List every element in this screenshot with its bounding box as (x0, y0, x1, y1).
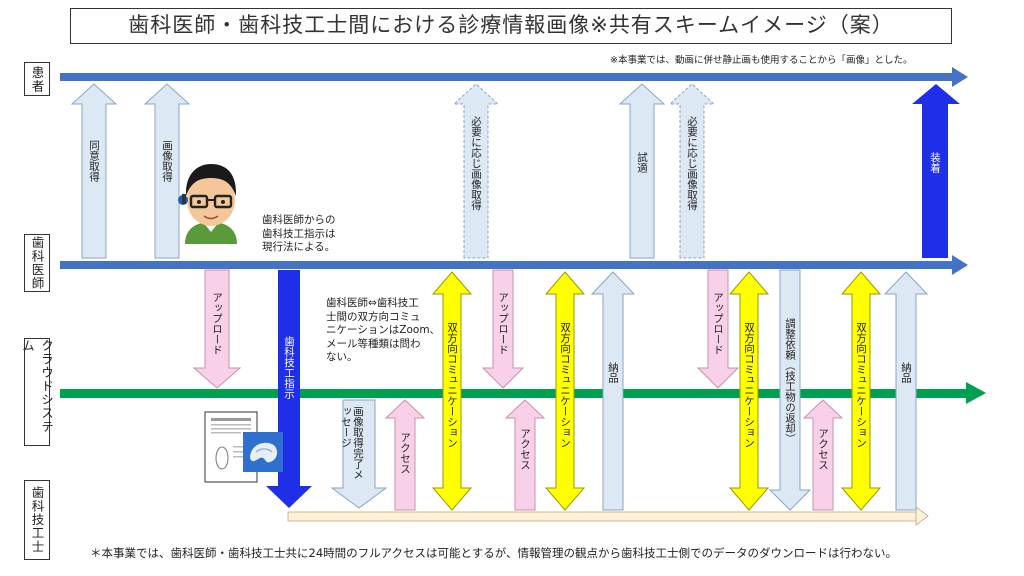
image-complete-message-label: 画像取得完了メッセージ (340, 406, 364, 480)
patient-timeline-arrow (60, 67, 968, 87)
dentist-avatar (178, 164, 237, 244)
bidirectional-label-1: 双方向コミュニケーション (446, 322, 458, 448)
instruction-law-note: 歯科医師からの 歯科技工指示は 現行法による。 (262, 214, 336, 253)
bidirectional-label-2: 双方向コミュニケーション (559, 322, 571, 448)
bidirectional-arrow-2 (544, 271, 586, 511)
page-title: 歯科医師・歯科技工士間における診療情報画像※共有スキームイメージ（案） (70, 8, 952, 44)
lane-label-dentist: 歯科医師 (24, 234, 50, 292)
image-capture-label: 画像取得 (161, 140, 173, 182)
access-arrow-2 (504, 399, 546, 511)
communication-tools-note: 歯科医師⇔歯科技工 士間の双方向コミュ ニケーションはZoom、 メール等種類は… (326, 297, 441, 363)
fitting-arrow (618, 83, 666, 259)
access-label-2: アクセス (519, 428, 531, 470)
delivery-arrow-2 (883, 271, 929, 511)
tooth-3d-icon (243, 432, 283, 472)
capture-as-needed-label-2: 必要に応じ画像取得 (686, 116, 698, 211)
bidirectional-arrow-3 (728, 271, 770, 511)
bidirectional-label-4: 双方向コミュニケーション (855, 322, 867, 448)
fitting-label: 試適 (636, 152, 648, 173)
capture-as-needed-arrow-1 (452, 83, 500, 259)
technician-timeline-arrow (287, 506, 929, 526)
consent-label: 同意取得 (88, 140, 100, 182)
image-definition-note: ※本事業では、動画に併せ静止画も使用することから「画像」とした。 (610, 55, 913, 66)
access-label-1: アクセス (399, 432, 411, 474)
image-capture-arrow (143, 83, 191, 259)
mounting-label: 装着 (929, 152, 941, 173)
upload-label-1: アップロード (211, 292, 223, 355)
delivery-label-1: 納品 (607, 362, 619, 383)
upload-arrow-1 (192, 269, 242, 389)
access-arrow-1 (384, 399, 426, 511)
capture-as-needed-arrow-2 (668, 83, 716, 259)
access-arrow-3 (802, 399, 844, 511)
instruction-arrow (266, 270, 312, 508)
upload-arrow-3 (696, 269, 740, 389)
lane-label-patient: 患者 (24, 62, 50, 96)
delivery-label-2: 納品 (900, 362, 912, 383)
delivery-arrow-1 (590, 271, 636, 511)
capture-as-needed-label-1: 必要に応じ画像取得 (470, 116, 482, 211)
upload-arrow-2 (481, 269, 525, 389)
dentist-timeline-arrow (60, 255, 968, 275)
upload-label-3: アップロード (712, 292, 724, 355)
image-complete-message-arrow (330, 399, 388, 509)
bidirectional-arrow-1 (431, 271, 473, 511)
consent-arrow (70, 83, 118, 259)
adjust-request-label: 調整依頼（技工物の返却） (784, 318, 796, 444)
upload-label-2: アップロード (497, 292, 509, 355)
adjust-request-arrow (768, 269, 812, 511)
bidirectional-label-3: 双方向コミュニケーション (743, 322, 755, 448)
mounting-arrow (912, 84, 960, 258)
lane-label-technician: 歯科技工士 (24, 480, 50, 560)
access-label-3: アクセス (817, 428, 829, 470)
bidirectional-arrow-4 (840, 271, 882, 511)
cloud-timeline-arrow (60, 382, 986, 404)
instruction-label: 歯科技工指示 (283, 336, 295, 399)
access-policy-note: ＊本事業では、歯科医師・歯科技工士共に24時間のフルアクセスは可能とするが、情報… (90, 546, 897, 560)
